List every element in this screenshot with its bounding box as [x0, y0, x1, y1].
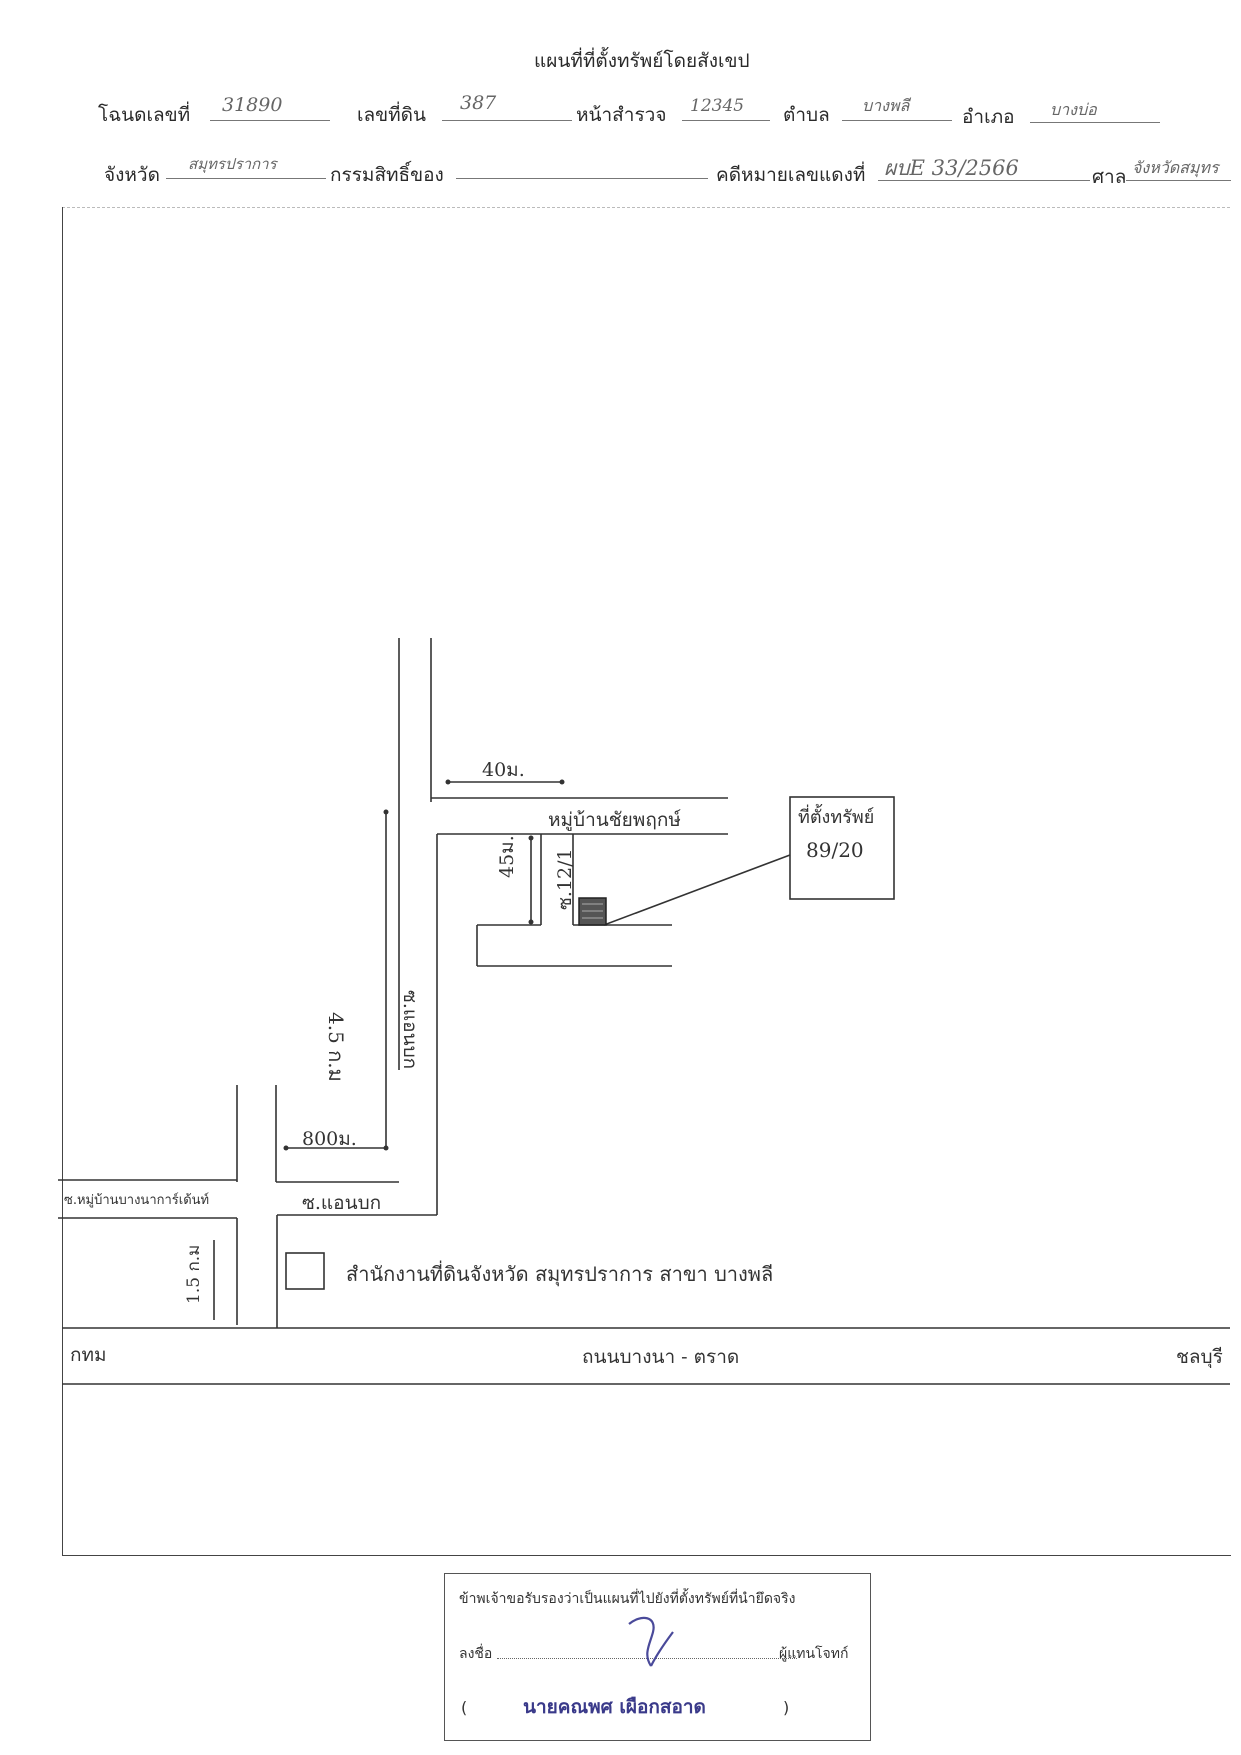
dist-45m-label: 45ม.: [496, 835, 518, 878]
land-office-label: สำนักงานที่ดินจังหวัด สมุทรปราการ สาขา บ…: [346, 1262, 774, 1286]
dist-800m-label: 800ม.: [302, 1128, 357, 1150]
survey-page-underline: [682, 120, 770, 121]
dist-45km-label: 4.5 ก.ม: [324, 1012, 348, 1082]
alley-label: ซ.12/1: [554, 848, 576, 910]
map-frame-top: [62, 207, 1230, 208]
district-label: อำเภอ: [962, 106, 1015, 128]
sign-label: ลงชื่อ: [459, 1646, 493, 1662]
property-box-number: 89/20: [806, 838, 864, 862]
signature-mark: [628, 1616, 674, 1667]
court-label: ศาล: [1092, 166, 1127, 188]
village-label: หมู่บ้านชัยพฤกษ์: [548, 809, 681, 831]
plaintiff-rep-label: ผู้แทนโจทก์: [779, 1646, 849, 1662]
main-road-right-label: ชลบุรี: [1176, 1346, 1223, 1368]
province-value: สมุทรปราการ: [188, 155, 277, 173]
dist-15km-label: 1.5 ก.ม: [184, 1244, 204, 1304]
case-value: ผบE 33/2566: [884, 156, 1019, 180]
land-no-label: เลขที่ดิน: [357, 104, 426, 126]
subdistrict-label: ตำบล: [783, 104, 830, 126]
subdistrict-value: บางพลี: [862, 96, 910, 115]
survey-page-label: หน้าสำรวจ: [576, 104, 667, 126]
owner-underline: [456, 178, 708, 179]
certification-statement: ข้าพเจ้าขอรับรองว่าเป็นแผนที่ไปยังที่ตั้…: [459, 1591, 796, 1607]
road-label-vertical: ซ.แอนบก: [399, 990, 421, 1070]
name-paren-close: ): [783, 1698, 790, 1717]
survey-page-value: 12345: [690, 96, 745, 116]
case-underline: [878, 180, 1090, 181]
deed-value: 31890: [222, 94, 283, 116]
name-paren-open: (: [461, 1698, 468, 1717]
province-label: จังหวัด: [104, 164, 160, 186]
dist-40m-label: 40ม.: [482, 759, 525, 781]
deed-underline: [210, 120, 330, 121]
province-underline: [166, 178, 326, 179]
land-no-value: 387: [460, 92, 497, 114]
page-title: แผนที่ที่ตั้งทรัพย์โดยสังเขป: [534, 50, 750, 72]
main-road-left-label: กทม: [70, 1344, 107, 1366]
land-office-marker: [285, 1252, 325, 1290]
court-value: จังหวัดสมุทร: [1132, 158, 1219, 177]
case-label: คดีหมายเลขแดงที่: [716, 164, 866, 186]
land-no-underline: [442, 120, 572, 121]
property-box: [789, 796, 895, 900]
district-underline: [1030, 122, 1160, 123]
district-value: บางบ่อ: [1050, 100, 1097, 119]
deed-label: โฉนดเลขที่: [98, 104, 191, 126]
signer-name: นายคณพศ เผือกสอาด: [523, 1696, 706, 1718]
soi-anbok-label: ซ.แอนบก: [302, 1192, 382, 1214]
map-frame: [62, 207, 1231, 1556]
owner-label: กรรมสิทธิ์ของ: [330, 164, 444, 186]
court-underline: [1126, 180, 1231, 181]
certification-box: ข้าพเจ้าขอรับรองว่าเป็นแผนที่ไปยังที่ตั้…: [444, 1573, 871, 1741]
main-road-center-label: ถนนบางนา - ตราด: [582, 1346, 740, 1368]
subdistrict-underline: [842, 120, 952, 121]
soi-left-label: ซ.หมู่บ้านบางนาการ์เด้นท์: [64, 1193, 210, 1208]
property-box-label: ที่ตั้งทรัพย์: [798, 807, 875, 828]
property-pointer: [603, 854, 791, 926]
